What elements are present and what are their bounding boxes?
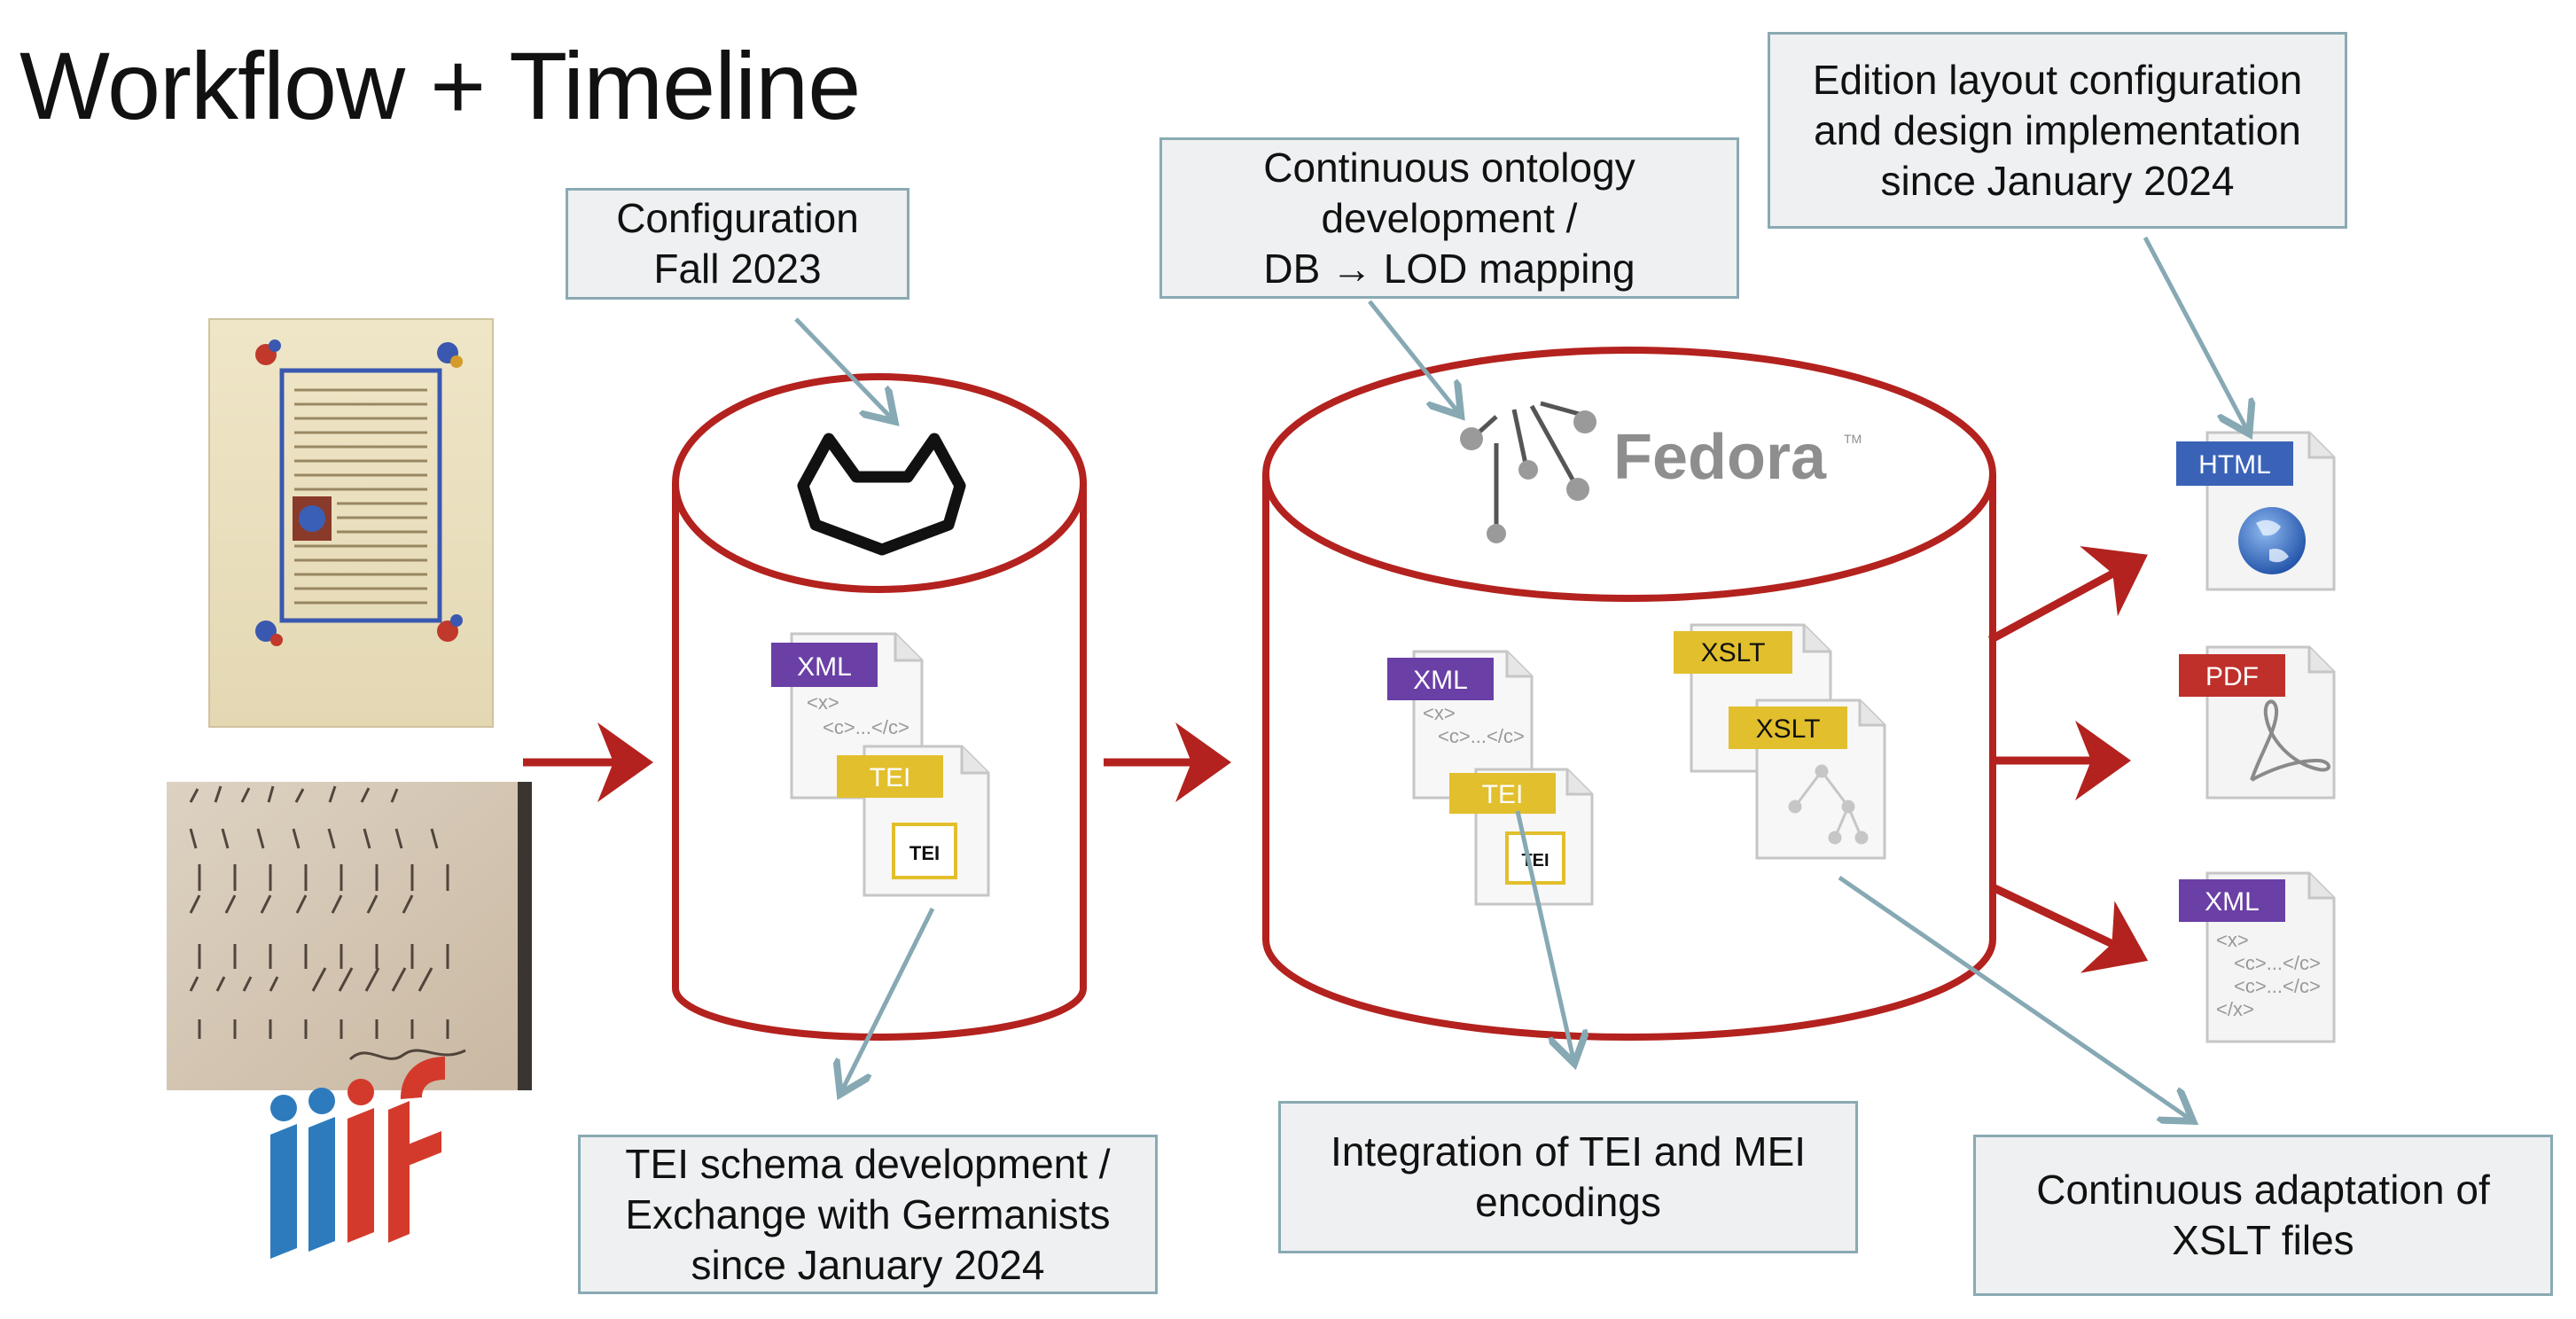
connector-configuration xyxy=(794,317,892,418)
callout-integration: Integration of TEI and MEI encodings xyxy=(1278,1101,1858,1253)
callout-configuration: Configuration Fall 2023 xyxy=(566,188,909,300)
xml-tag-mid: XML xyxy=(1413,666,1468,695)
code-line: <c>...</c> xyxy=(823,716,909,738)
code-line: <c>...</c> xyxy=(1438,725,1525,747)
xml-output-file-icon: XML <x> <c>...</c> <c>...</c> </x> xyxy=(2179,871,2336,1043)
code-line: <x> xyxy=(1423,702,1456,724)
music-manuscript-image xyxy=(167,782,532,1090)
callout-edition-layout: Edition layout configuration and design … xyxy=(1768,32,2347,229)
code-line: </x> xyxy=(2216,998,2254,1020)
xml-tag-out: XML xyxy=(2205,887,2260,917)
connector-integration xyxy=(1515,810,1573,1059)
tei-logo-left: TEI xyxy=(909,842,940,864)
connector-edition-layout xyxy=(2143,236,2247,430)
xslt-tag-back: XSLT xyxy=(1701,638,1766,667)
arrow-fedora-to-xml xyxy=(1993,884,2149,973)
callout-xslt-adaptation: Continuous adaptation of XSLT files xyxy=(1973,1135,2553,1296)
connector-ontology xyxy=(1368,300,1458,412)
code-line: <x> xyxy=(2216,929,2249,951)
callout-tei-schema: TEI schema development / Exchange with G… xyxy=(578,1135,1158,1294)
connector-tei-schema xyxy=(842,907,935,1090)
tei-tag-left: TEI xyxy=(870,763,911,792)
code-line: <c>...</c> xyxy=(2234,975,2321,997)
page-title: Workflow + Timeline xyxy=(20,32,861,139)
code-line: <x> xyxy=(807,691,839,714)
acrobat-icon xyxy=(2250,699,2330,782)
tei-tag-mid: TEI xyxy=(1482,780,1524,809)
code-line: <c>...</c> xyxy=(2234,952,2321,974)
iiif-logo xyxy=(270,1057,445,1259)
gitlab-cylinder xyxy=(672,373,1087,1041)
xslt-tag-front: XSLT xyxy=(1756,714,1821,744)
globe-icon xyxy=(2238,507,2306,574)
arrow-fedora-to-html xyxy=(1987,546,2148,644)
pdf-tag: PDF xyxy=(2205,662,2259,691)
fedora-logo: Fedora TM xyxy=(1460,401,1862,543)
callout-connectors xyxy=(794,236,2247,1119)
html-file-icon: HTML xyxy=(2176,431,2336,591)
xml-file-icon-mid: XML <x> <c>...</c> xyxy=(1387,650,1534,800)
tei-file-icon-mid: TEI TEI xyxy=(1449,768,1594,906)
manuscript-image xyxy=(208,318,494,728)
html-tag: HTML xyxy=(2198,450,2271,480)
pdf-file-icon: PDF xyxy=(2179,645,2336,800)
fedora-wordmark: Fedora xyxy=(1613,422,1827,493)
callout-ontology: Continuous ontology development / DB → L… xyxy=(1159,137,1739,299)
gitlab-icon xyxy=(797,433,966,556)
connector-xslt xyxy=(1838,875,2190,1119)
tei-file-icon-left: TEI TEI xyxy=(837,745,990,897)
xslt-file-icon-front: XSLT xyxy=(1729,699,1886,860)
xml-tag-left: XML xyxy=(797,652,852,682)
workflow-arrows xyxy=(523,546,2149,973)
fedora-trademark: TM xyxy=(1844,432,1862,446)
